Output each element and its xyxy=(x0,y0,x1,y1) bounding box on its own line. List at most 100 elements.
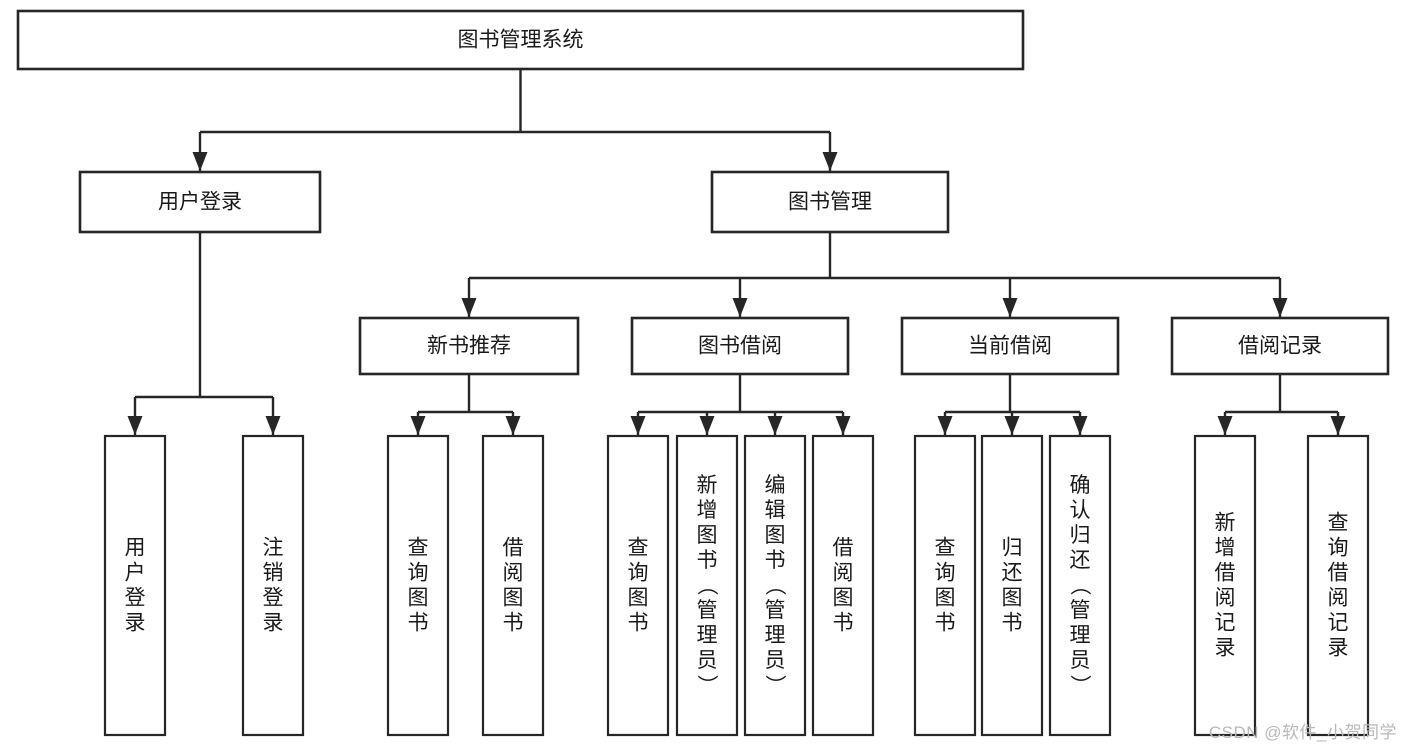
node-new-book-rec-label: 新书推荐 xyxy=(427,335,511,358)
node-book-borrow[interactable]: 图书借阅 xyxy=(630,316,850,376)
node-leaf-add-book-char: 员 xyxy=(697,649,718,672)
node-leaf-add-record-char: 记 xyxy=(1215,612,1236,635)
node-leaf-borrow-book-2-rect xyxy=(811,434,875,737)
node-leaf-add-book-char: 管 xyxy=(697,599,718,622)
node-leaf-confirm-return-char: 认 xyxy=(1070,499,1091,522)
node-leaf-add-book-char: 图 xyxy=(697,524,718,547)
node-current-borrow[interactable]: 当前借阅 xyxy=(900,316,1120,376)
node-leaf-return-book-char: 图 xyxy=(1002,587,1023,610)
node-book-manage[interactable]: 图书管理 xyxy=(710,170,950,234)
node-leaf-user-login[interactable]: 用户登录 xyxy=(103,434,167,737)
node-leaf-add-book-char: ） xyxy=(695,675,718,696)
node-leaf-edit-book-char: 管 xyxy=(765,599,786,622)
node-leaf-edit-book-char: 编 xyxy=(765,474,786,497)
node-leaf-confirm-return-char: 理 xyxy=(1070,624,1091,647)
node-borrow-record-rect xyxy=(1170,316,1390,376)
node-user-login-label: 用户登录 xyxy=(158,191,242,214)
node-leaf-return-book-char: 书 xyxy=(1002,612,1023,635)
arrow-head-icon xyxy=(461,298,477,317)
node-current-borrow-label: 当前借阅 xyxy=(968,335,1052,358)
node-leaf-user-login-char: 户 xyxy=(125,562,146,585)
node-leaf-confirm-return-char: （ xyxy=(1068,575,1091,596)
node-leaf-edit-book-char: 图 xyxy=(765,524,786,547)
arrow-head-icon xyxy=(767,416,783,435)
node-leaf-add-record-char: 新 xyxy=(1215,512,1236,535)
node-leaf-user-login-char: 录 xyxy=(125,612,146,635)
node-book-manage-rect xyxy=(710,170,950,234)
node-leaf-query-record-char: 阅 xyxy=(1328,587,1349,610)
node-leaf-query-record-char: 询 xyxy=(1328,537,1349,560)
node-new-book-rec[interactable]: 新书推荐 xyxy=(358,316,580,376)
arrow-head-icon xyxy=(265,416,281,435)
node-leaf-borrow-book-1-rect xyxy=(481,434,545,737)
node-leaf-add-book-rect xyxy=(675,434,739,737)
node-leaf-user-login-rect xyxy=(103,434,167,737)
node-leaf-query-book-1-char: 图 xyxy=(408,587,429,610)
arrow-head-icon xyxy=(732,298,748,317)
arrow-head-icon xyxy=(1217,416,1233,435)
node-leaf-add-record-char: 增 xyxy=(1215,537,1236,560)
node-leaf-query-book-3-char: 图 xyxy=(935,587,956,610)
node-leaf-query-book-2-rect xyxy=(606,434,670,737)
node-leaf-edit-book-char: 书 xyxy=(765,549,786,572)
node-leaf-confirm-return-char: ） xyxy=(1068,675,1091,696)
node-root-label: 图书管理系统 xyxy=(458,29,584,52)
arrow-head-icon xyxy=(1330,416,1346,435)
node-leaf-user-logout-char: 注 xyxy=(263,537,284,560)
node-leaf-borrow-book-1-char: 阅 xyxy=(503,562,524,585)
node-leaf-user-logout-char: 登 xyxy=(263,587,284,610)
node-leaf-user-login-char: 登 xyxy=(125,587,146,610)
node-leaf-query-record-char: 录 xyxy=(1328,637,1349,660)
arrow-head-icon xyxy=(835,416,851,435)
node-leaf-add-book-char: （ xyxy=(695,575,718,596)
node-user-login[interactable]: 用户登录 xyxy=(78,170,322,234)
arrow-head-icon xyxy=(192,152,208,171)
node-leaf-user-logout-char: 录 xyxy=(263,612,284,635)
node-leaf-add-record-char: 阅 xyxy=(1215,587,1236,610)
node-leaf-add-book-char: 理 xyxy=(697,624,718,647)
arrow-head-icon xyxy=(699,416,715,435)
arrow-head-icon xyxy=(410,416,426,435)
node-leaf-borrow-book-2-char: 图 xyxy=(833,587,854,610)
node-leaf-add-book-char: 增 xyxy=(697,499,718,522)
node-leaf-add-book-char: 书 xyxy=(697,549,718,572)
arrow-head-icon xyxy=(1004,416,1020,435)
node-root[interactable]: 图书管理系统 xyxy=(16,9,1025,71)
node-leaf-query-book-2-char: 图 xyxy=(628,587,649,610)
node-borrow-record[interactable]: 借阅记录 xyxy=(1170,316,1390,376)
arrow-head-icon xyxy=(1272,298,1288,317)
arrow-head-icon xyxy=(1002,298,1018,317)
node-leaf-query-book-1-char: 询 xyxy=(408,562,429,585)
node-leaf-confirm-return-char: 确 xyxy=(1070,474,1091,497)
arrow-head-icon xyxy=(127,416,143,435)
node-leaf-query-book-1-char: 查 xyxy=(408,537,429,560)
node-leaf-query-book-1-char: 书 xyxy=(408,612,429,635)
node-leaf-borrow-book-1-char: 图 xyxy=(503,587,524,610)
node-leaf-edit-book-rect xyxy=(743,434,807,737)
node-leaf-query-book-2-char: 查 xyxy=(628,537,649,560)
node-boxes: 图书管理系统用户登录图书管理新书推荐图书借阅当前借阅借阅记录用户登录注销登录查询… xyxy=(16,9,1390,737)
node-book-manage-label: 图书管理 xyxy=(788,191,872,214)
node-leaf-user-login-char: 用 xyxy=(125,537,146,560)
node-leaf-edit-book-char: 理 xyxy=(765,624,786,647)
node-leaf-query-book-2-char: 询 xyxy=(628,562,649,585)
node-leaf-user-logout-rect xyxy=(241,434,305,737)
node-leaf-query-book-1-rect xyxy=(386,434,450,737)
node-borrow-record-label: 借阅记录 xyxy=(1238,335,1322,358)
node-leaf-edit-book-char: ） xyxy=(763,675,786,696)
node-book-borrow-rect xyxy=(630,316,850,376)
arrow-head-icon xyxy=(822,152,838,171)
